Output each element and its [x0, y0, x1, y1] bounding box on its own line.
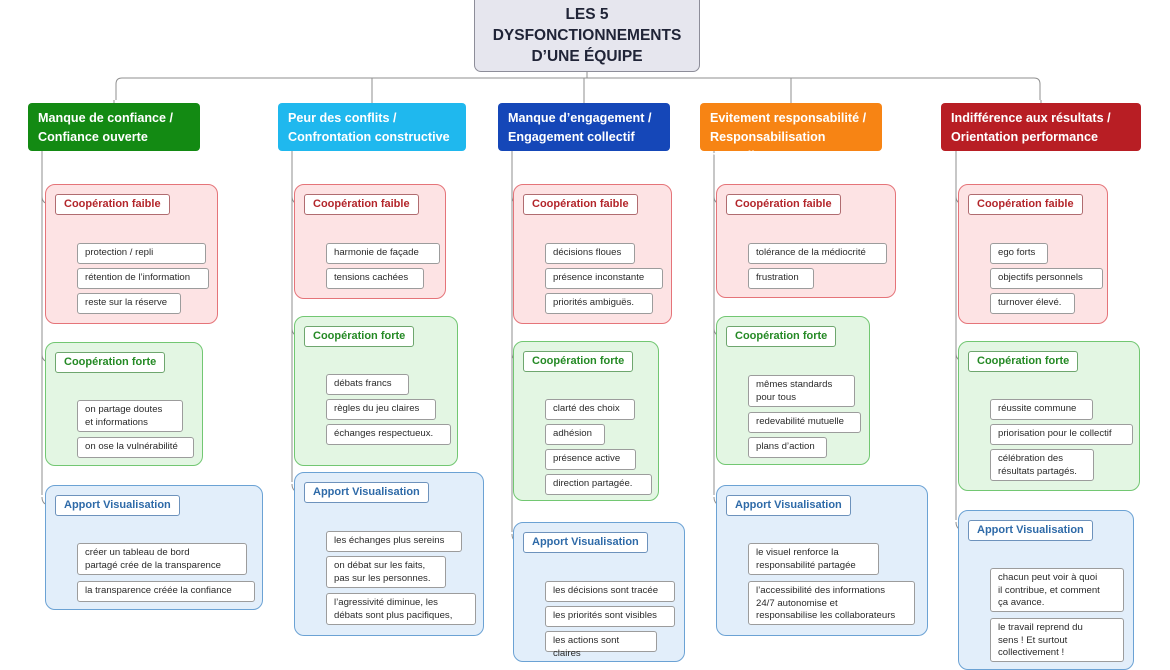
list-item: rétention de l’information [77, 268, 209, 289]
list-item: présence active [545, 449, 636, 470]
list-item: on ose la vulnérabilité [77, 437, 194, 458]
diagram-title: LES 5 DYSFONCTIONNEMENTS D’UNE ÉQUIPE [474, 0, 700, 72]
section-label: Coopération forte [304, 326, 415, 347]
section-label: Coopération faible [304, 194, 419, 215]
list-item: créer un tableau de bord partagé crée de… [77, 543, 247, 575]
list-item: on débat sur les faits, pas sur les pers… [326, 556, 446, 588]
section-label: Apport Visualisation [304, 482, 429, 503]
list-item: le visuel renforce la responsabilité par… [748, 543, 879, 575]
section-label: Coopération faible [55, 194, 170, 215]
list-item: priorités ambiguës. [545, 293, 653, 314]
section-label: Apport Visualisation [523, 532, 648, 553]
list-item: objectifs personnels [990, 268, 1103, 289]
list-item: célébration des résultats partagés. [990, 449, 1094, 481]
list-item: l’accessibilité des informations 24/7 au… [748, 581, 915, 625]
list-item: débats francs [326, 374, 409, 395]
section-label: Coopération faible [968, 194, 1083, 215]
list-item: frustration [748, 268, 814, 289]
list-item: plans d’action [748, 437, 827, 458]
list-item: reste sur la réserve [77, 293, 181, 314]
list-item: tolérance de la médiocrité [748, 243, 887, 264]
section-label: Coopération forte [968, 351, 1079, 372]
list-item: adhésion [545, 424, 605, 445]
list-item: réussite commune [990, 399, 1093, 420]
list-item: chacun peut voir à quoi il contribue, et… [990, 568, 1124, 612]
list-item: les échanges plus sereins [326, 531, 462, 552]
list-item: échanges respectueux. [326, 424, 451, 445]
section-label: Coopération forte [523, 351, 634, 372]
column-header-3: Manque d’engagement / Engagement collect… [498, 103, 670, 151]
section-label: Coopération faible [726, 194, 841, 215]
list-item: décisions floues [545, 243, 635, 264]
section-label: Apport Visualisation [968, 520, 1093, 541]
section-label: Apport Visualisation [726, 495, 851, 516]
list-item: priorisation pour le collectif [990, 424, 1133, 445]
list-item: les priorités sont visibles [545, 606, 675, 627]
list-item: clarté des choix [545, 399, 635, 420]
list-item: turnover élevé. [990, 293, 1075, 314]
list-item: harmonie de façade [326, 243, 440, 264]
list-item: les actions sont claires [545, 631, 657, 659]
column-header-2: Peur des conflits / Confrontation constr… [278, 103, 466, 151]
section-label: Coopération forte [726, 326, 837, 347]
list-item: mêmes standards pour tous [748, 375, 855, 407]
list-item: on partage doutes et informations [77, 400, 183, 432]
list-item: protection / repli [77, 243, 206, 264]
list-item: redevabilité mutuelle [748, 412, 861, 433]
list-item: les décisions sont tracée [545, 581, 675, 602]
column-header-4: Evitement responsabilité / Responsabilis… [700, 103, 882, 163]
list-item: le travail reprend du sens ! Et surtout … [990, 618, 1124, 662]
section-label: Apport Visualisation [55, 495, 180, 516]
list-item: présence inconstante [545, 268, 663, 289]
list-item: direction partagée. [545, 474, 652, 495]
list-item: règles du jeu claires [326, 399, 436, 420]
list-item: la transparence créée la confiance [77, 581, 255, 602]
list-item: tensions cachées [326, 268, 424, 289]
column-header-5: Indifférence aux résultats / Orientation… [941, 103, 1141, 151]
section-label: Coopération forte [55, 352, 166, 373]
column-header-1: Manque de confiance / Confiance ouverte [28, 103, 200, 151]
list-item: l’agressivité diminue, les débats sont p… [326, 593, 476, 625]
section-label: Coopération faible [523, 194, 638, 215]
list-item: ego forts [990, 243, 1048, 264]
